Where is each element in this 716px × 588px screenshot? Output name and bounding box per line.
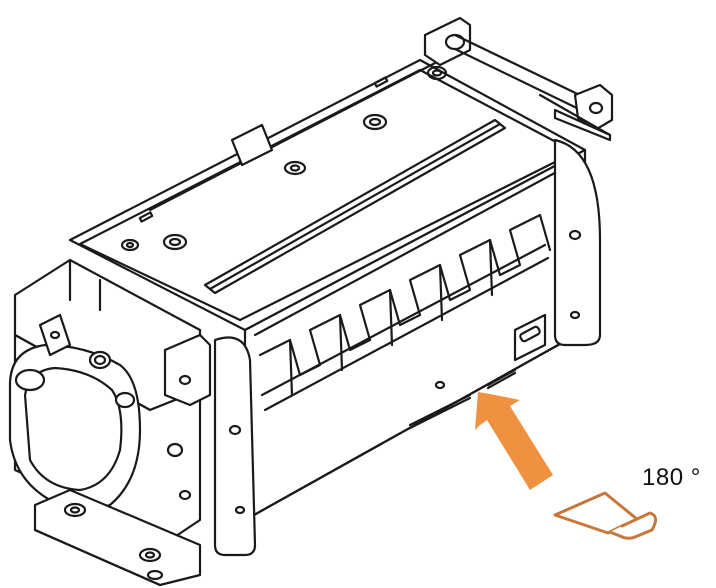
top-plate	[68, 43, 587, 332]
ticket-icon	[553, 491, 657, 540]
rear-rod-assembly	[423, 16, 614, 142]
base-plate	[33, 488, 202, 587]
left-side-housing	[8, 258, 212, 542]
right-end-plate	[553, 138, 602, 347]
center-end-plate	[213, 336, 257, 557]
insert-arrow-icon	[475, 392, 553, 490]
rotation-angle-label: 180 °	[642, 464, 701, 491]
